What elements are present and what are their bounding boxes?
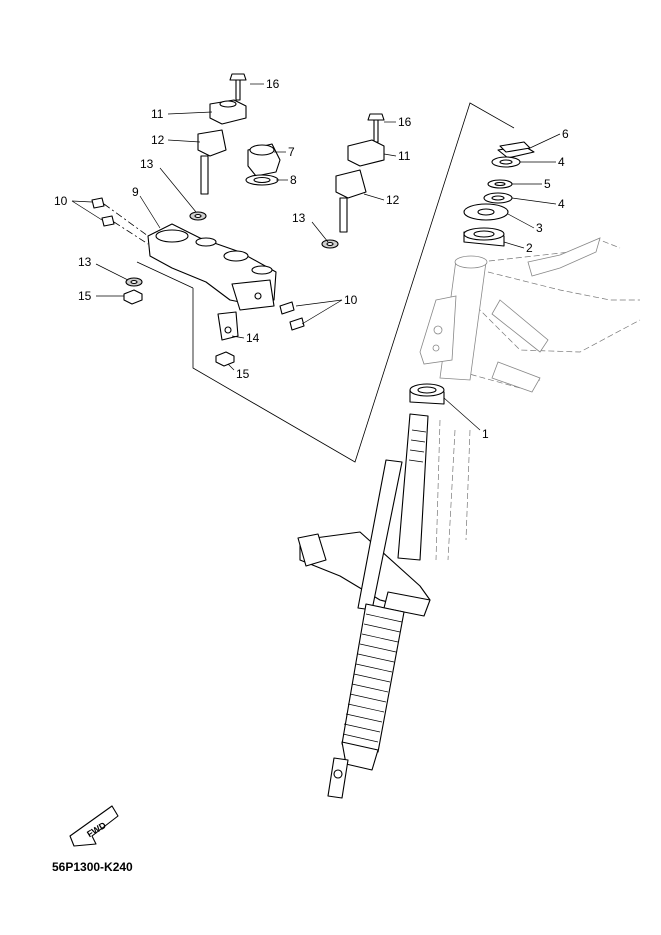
callout-5: 5 bbox=[544, 177, 551, 191]
callout-9: 9 bbox=[132, 185, 139, 199]
handlebar-holder-left bbox=[189, 73, 247, 221]
diagram-code: 56P1300-K240 bbox=[52, 860, 133, 874]
lower-bearing bbox=[409, 383, 445, 405]
callout-13-right: 13 bbox=[292, 211, 306, 225]
callout-16-left: 16 bbox=[266, 77, 280, 91]
callout-10-right: 10 bbox=[344, 293, 358, 307]
callout-13-upper: 13 bbox=[140, 157, 154, 171]
callout-1: 1 bbox=[482, 427, 489, 441]
exploded-view-frame-left bbox=[136, 261, 194, 289]
callout-10-left: 10 bbox=[54, 194, 68, 208]
bolts-right bbox=[279, 301, 305, 331]
bearing-stack bbox=[463, 141, 535, 247]
callout-12-left: 12 bbox=[151, 133, 165, 147]
clamp-and-nut bbox=[215, 311, 239, 367]
leader-lines bbox=[71, 83, 561, 431]
bolts-left bbox=[91, 197, 149, 245]
callout-7: 7 bbox=[288, 145, 295, 159]
exploded-view-frame bbox=[192, 102, 515, 463]
callout-11-left: 11 bbox=[151, 107, 164, 121]
callout-13-lower: 13 bbox=[78, 255, 92, 269]
callout-16-right: 16 bbox=[398, 115, 412, 129]
callout-15-lower: 15 bbox=[236, 367, 250, 381]
callout-12-right: 12 bbox=[386, 193, 400, 207]
fork-leg bbox=[327, 459, 405, 799]
washer-nut-left bbox=[123, 277, 143, 305]
steering-head-pipe bbox=[419, 255, 488, 381]
callout-3: 3 bbox=[536, 221, 543, 235]
callout-4-lower: 4 bbox=[558, 197, 565, 211]
fwd-arrow: FWD bbox=[69, 805, 119, 847]
callout-14: 14 bbox=[246, 331, 260, 345]
upper-bracket bbox=[147, 223, 277, 311]
callout-4-upper: 4 bbox=[558, 155, 565, 169]
callout-6: 6 bbox=[562, 127, 569, 141]
ghosted-frame bbox=[435, 237, 641, 561]
callout-8: 8 bbox=[290, 173, 297, 187]
handlebar-holder-right bbox=[321, 113, 385, 249]
callout-numbers: 16 11 12 13 9 10 7 8 16 11 12 13 13 15 1… bbox=[54, 77, 569, 441]
callout-11-right: 11 bbox=[398, 149, 411, 163]
callout-15-left: 15 bbox=[78, 289, 92, 303]
callout-2: 2 bbox=[526, 241, 533, 255]
cap-and-washer bbox=[245, 143, 281, 186]
